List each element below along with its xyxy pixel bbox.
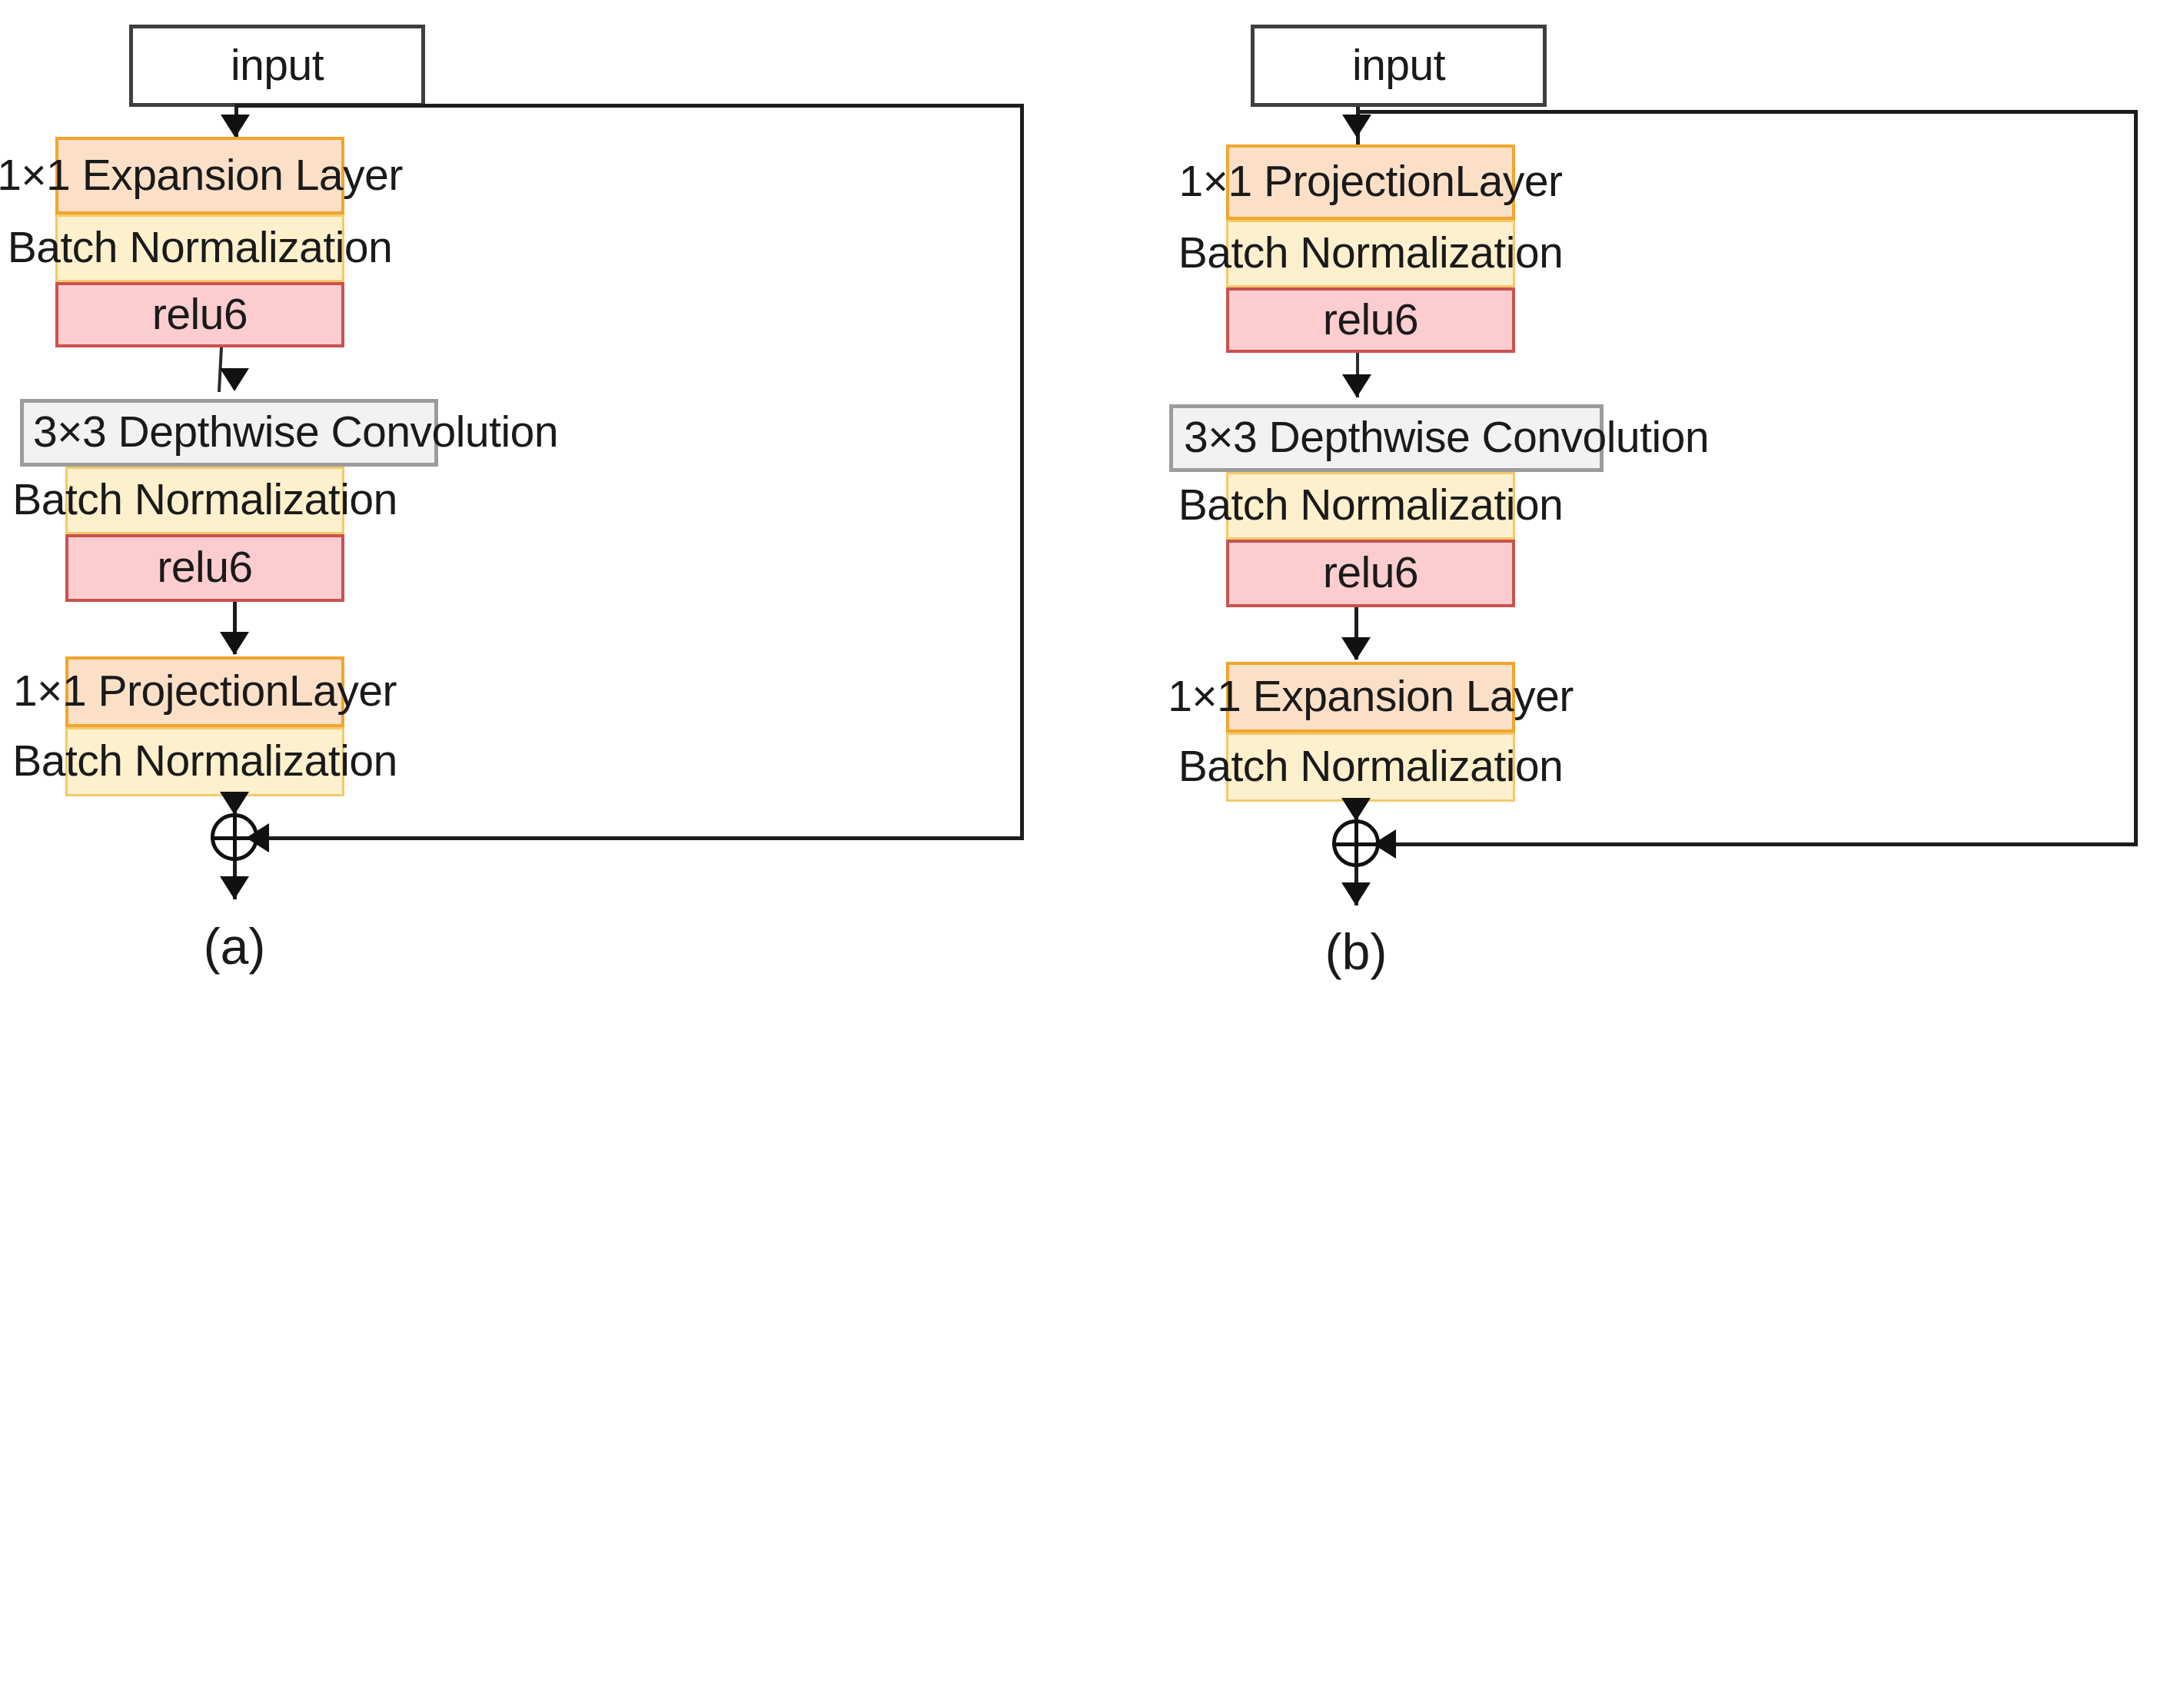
block-label: relu6 — [1322, 548, 1419, 598]
sum-plus-vertical-a — [233, 813, 237, 861]
arrowhead-output-a — [220, 876, 249, 899]
block-label: 3×3 Depthwise Convolution — [33, 407, 559, 457]
block-batch-norm-b-3: Batch Normalization — [1178, 733, 1564, 802]
connector-relu-to-projection-a — [233, 602, 237, 654]
block-projection-a: 1×1 ProjectionLayer — [13, 656, 397, 727]
block-batch-norm-a-1: Batch Normalization — [8, 214, 393, 282]
arrowhead-projection-b — [1342, 115, 1371, 138]
panel-caption-b: (b) — [1324, 923, 1388, 980]
block-relu6-a-1: relu6 — [55, 282, 344, 347]
input-label-a: input — [230, 40, 324, 90]
block-projection-b: 1×1 ProjectionLayer — [1178, 145, 1563, 220]
diagram-panel-b: input 1×1 ProjectionLayer Batch Normaliz… — [1083, 0, 2167, 1708]
connector-input-to-projection-b — [1356, 107, 1360, 176]
block-label: 1×1 Expansion Layer — [1168, 672, 1574, 722]
block-batch-norm-b-2: Batch Normalization — [1178, 472, 1564, 540]
block-batch-norm-b-1: Batch Normalization — [1178, 220, 1564, 287]
block-batch-norm-a-3: Batch Normalization — [12, 727, 397, 796]
input-box-a: input — [129, 25, 425, 107]
block-label: relu6 — [157, 543, 253, 593]
block-label: relu6 — [1322, 294, 1419, 344]
block-label: relu6 — [151, 289, 248, 339]
connector-relu-to-expansion-b — [1354, 607, 1358, 660]
block-label: Batch Normalization — [1178, 480, 1564, 530]
skip-vertical-line-a — [1020, 104, 1024, 838]
block-expansion-b: 1×1 Expansion Layer — [1168, 662, 1574, 733]
input-box-b: input — [1251, 25, 1547, 107]
block-label: Batch Normalization — [7, 223, 393, 273]
arrowhead-projection-a — [220, 632, 249, 655]
block-relu6-a-2: relu6 — [65, 534, 344, 602]
skip-bottom-line-b2 — [1963, 842, 2138, 846]
arrowhead-output-b — [1341, 882, 1371, 906]
arrowhead-expansion-a — [221, 115, 250, 138]
block-label: 1×1 Expansion Layer — [0, 150, 403, 200]
block-label: Batch Normalization — [12, 736, 397, 786]
skip-vertical-line-b — [2134, 110, 2138, 844]
block-label: Batch Normalization — [1178, 228, 1564, 278]
skip-bottom-line-a — [254, 836, 1024, 840]
sum-plus-vertical-b — [1354, 819, 1358, 867]
block-depthwise-conv-a: 3×3 Depthwise Convolution — [20, 399, 559, 467]
arrowhead-sum-b — [1341, 798, 1371, 821]
skip-bottom-line-b3 — [1381, 842, 1950, 846]
skip-top-line-a — [234, 104, 1024, 108]
block-expansion-a: 1×1 Expansion Layer — [0, 137, 403, 214]
arrowhead-expansion-b — [1341, 637, 1371, 660]
block-batch-norm-a-2: Batch Normalization — [12, 467, 397, 534]
block-label: Batch Normalization — [12, 475, 397, 525]
block-label: 3×3 Depthwise Convolution — [1184, 413, 1710, 463]
block-label: 1×1 ProjectionLayer — [1178, 157, 1563, 207]
arrowhead-sum-a — [220, 792, 249, 815]
panel-caption-a: (a) — [203, 918, 266, 975]
block-label: Batch Normalization — [1178, 742, 1564, 792]
block-relu6-b-1: relu6 — [1226, 287, 1515, 353]
arrowhead-dwconv-b — [1342, 374, 1371, 397]
input-label-b: input — [1351, 40, 1446, 90]
block-depthwise-conv-b: 3×3 Depthwise Convolution — [1169, 404, 1710, 472]
skip-top-line-b — [1356, 110, 2138, 114]
arrowhead-dwconv-a — [220, 368, 249, 391]
block-relu6-b-2: relu6 — [1226, 540, 1515, 607]
diagram-panel-a: input 1×1 Expansion Layer Batch Normaliz… — [0, 25, 1024, 975]
block-label: 1×1 ProjectionLayer — [12, 666, 397, 716]
